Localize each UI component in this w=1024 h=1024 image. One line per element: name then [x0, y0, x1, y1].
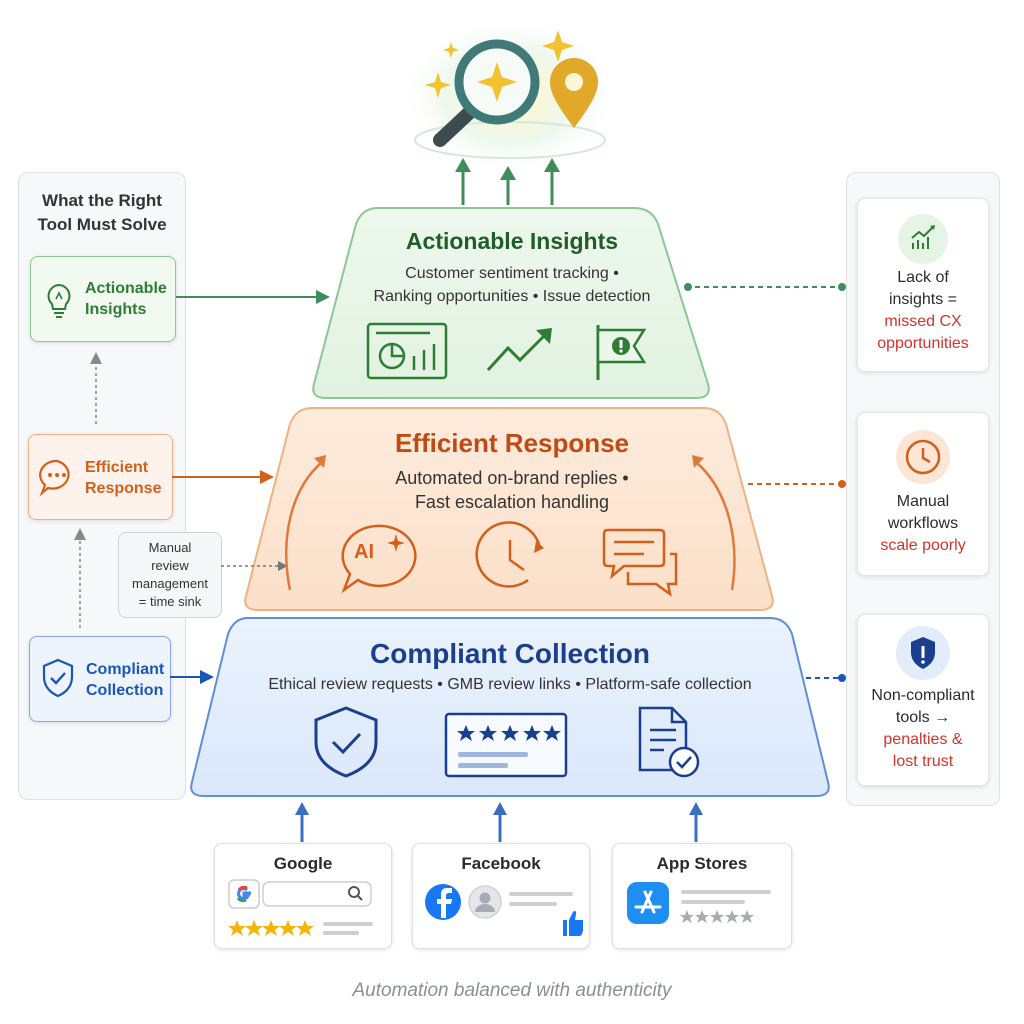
facebook-icon: [425, 884, 583, 936]
right-text-line2: tools →: [895, 709, 951, 726]
left-panel-title-line1: What the Right: [42, 191, 162, 210]
tier-desc-line2: Ranking opportunities • Issue detection: [373, 288, 651, 305]
clock-icon: [896, 430, 950, 484]
right-card-response[interactable]: Manual workflows scale poorly: [857, 412, 989, 576]
left-item-efficient-response[interactable]: Efficient Response: [28, 434, 173, 520]
tier-efficient-response[interactable]: Efficient Response Automated on-brand re…: [260, 424, 764, 604]
left-item-label-line2: Collection: [86, 682, 164, 699]
tier-desc-line1: Automated on-brand replies •: [395, 468, 629, 488]
right-card-insights[interactable]: Lack of insights = missed CX opportuniti…: [857, 198, 989, 372]
left-panel-title-line2: Tool Must Solve: [37, 215, 167, 234]
google-search-icon: [228, 879, 373, 936]
tier-compliant-collection[interactable]: Compliant Collection Ethical review requ…: [200, 636, 820, 796]
location-pin-icon: [550, 58, 598, 128]
left-item-label-line1: Efficient: [85, 459, 149, 476]
app-store-icon: [627, 882, 771, 924]
right-text-red2: lost trust: [892, 753, 954, 770]
left-item-compliant-collection[interactable]: Compliant Collection: [29, 636, 171, 722]
source-title: App Stores: [656, 854, 748, 873]
right-text-line1: Non-compliant: [871, 687, 975, 704]
right-text-red2: opportunities: [877, 335, 969, 352]
right-text-red1: missed CX: [884, 313, 962, 330]
source-card-app-stores[interactable]: App Stores: [612, 843, 792, 949]
growth-chart-icon: [898, 214, 948, 264]
sparkle-icon: [425, 30, 574, 98]
note-line2: review: [151, 558, 189, 573]
left-item-label-line1: Compliant: [86, 661, 165, 678]
left-item-label-line2: Insights: [85, 301, 147, 318]
right-text-line1: Lack of: [897, 269, 949, 286]
shield-check-icon: [42, 658, 74, 698]
source-title: Facebook: [461, 854, 541, 873]
tier-desc-line2: Fast escalation handling: [414, 492, 610, 512]
right-text-red1: penalties &: [883, 731, 963, 748]
source-card-facebook[interactable]: Facebook: [412, 843, 590, 949]
source-title: Google: [273, 854, 333, 873]
note-line1: Manual: [148, 540, 192, 555]
tier-title: Actionable Insights: [405, 228, 619, 254]
right-card-collection[interactable]: Non-compliant tools → penalties & lost t…: [857, 614, 989, 786]
tier-title: Efficient Response: [394, 428, 630, 458]
discovery-illustration: [400, 15, 620, 205]
tier-desc-line1: Customer sentiment tracking •: [405, 265, 619, 282]
right-text-line2: insights =: [888, 291, 958, 308]
note-line4: = time sink: [138, 594, 202, 609]
tier-title: Compliant Collection: [370, 638, 650, 669]
source-arrows: [295, 802, 703, 842]
lightbulb-icon: [47, 283, 71, 318]
ai-label: AI: [354, 541, 374, 563]
footer-tagline: Automation balanced with authenticity: [352, 980, 672, 1001]
source-card-google[interactable]: Google: [214, 843, 392, 949]
right-text-line2: workflows: [887, 515, 959, 532]
upward-arrows: [455, 158, 560, 205]
magnifier-icon: [433, 39, 540, 147]
left-item-label-line2: Response: [85, 480, 162, 497]
left-item-label-line1: Actionable: [85, 280, 167, 297]
right-text-red1: scale poorly: [880, 537, 966, 554]
shield-warning-icon: [896, 626, 950, 680]
tier-actionable-insights[interactable]: Actionable Insights Customer sentiment t…: [300, 222, 724, 398]
tier-desc: Ethical review requests • GMB review lin…: [268, 676, 752, 693]
chat-bubble-icon: [39, 459, 70, 497]
manual-review-note: Manual review management = time sink: [118, 532, 222, 618]
right-text-line1: Manual: [896, 493, 950, 510]
note-line3: management: [132, 576, 208, 591]
left-item-actionable-insights[interactable]: Actionable Insights: [30, 256, 176, 342]
